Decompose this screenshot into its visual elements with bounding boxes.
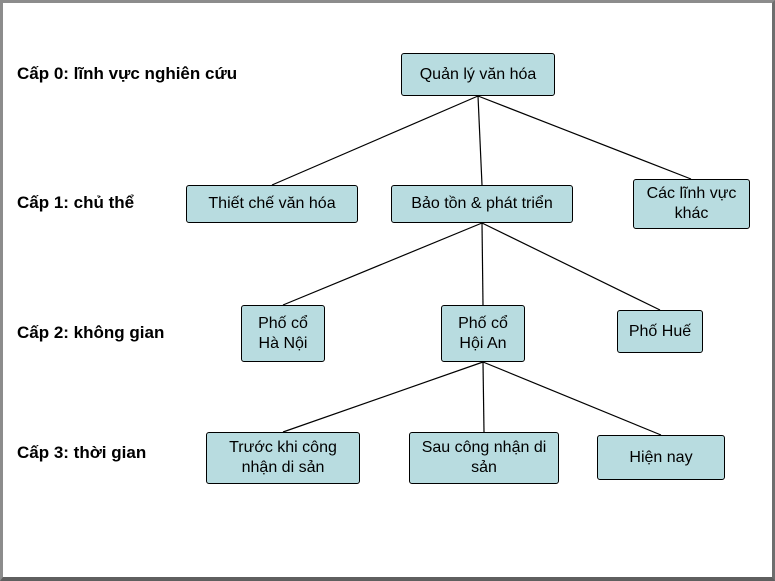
node-bao-ton-phat-trien: Bảo tồn & phát triển xyxy=(391,185,573,223)
edge xyxy=(271,95,479,186)
node-hien-nay: Hiện nay xyxy=(597,435,725,480)
node-thiet-che-van-hoa: Thiết chế văn hóa xyxy=(186,185,358,223)
edge xyxy=(481,222,661,311)
edge xyxy=(481,222,484,306)
node-quan-ly-van-hoa: Quản lý văn hóa xyxy=(401,53,555,96)
edge xyxy=(282,361,484,433)
level-1-label: Cấp 1: chủ thể xyxy=(17,193,135,212)
node-sau-cong-nhan-di-san: Sau công nhận di sản xyxy=(409,432,559,484)
connector-lines xyxy=(271,95,692,436)
node-pho-co-hoi-an: Phố cổ Hội An xyxy=(441,305,525,362)
edge xyxy=(477,95,483,186)
level-2-label: Cấp 2: không gian xyxy=(17,323,165,342)
level-0-label: Cấp 0: lĩnh vực nghiên cứu xyxy=(17,64,238,83)
node-truoc-khi-cong-nhan-di-san: Trước khi công nhận di sản xyxy=(206,432,360,484)
node-cac-linh-vuc-khac: Các lĩnh vực khác xyxy=(633,179,750,229)
node-pho-hue: Phố Huế xyxy=(617,310,703,353)
edge xyxy=(477,95,692,180)
edge xyxy=(482,361,485,433)
node-pho-co-ha-noi: Phố cổ Hà Nội xyxy=(241,305,325,362)
edge xyxy=(482,361,662,436)
level-3-label: Cấp 3: thời gian xyxy=(17,443,147,462)
edge xyxy=(282,222,483,306)
